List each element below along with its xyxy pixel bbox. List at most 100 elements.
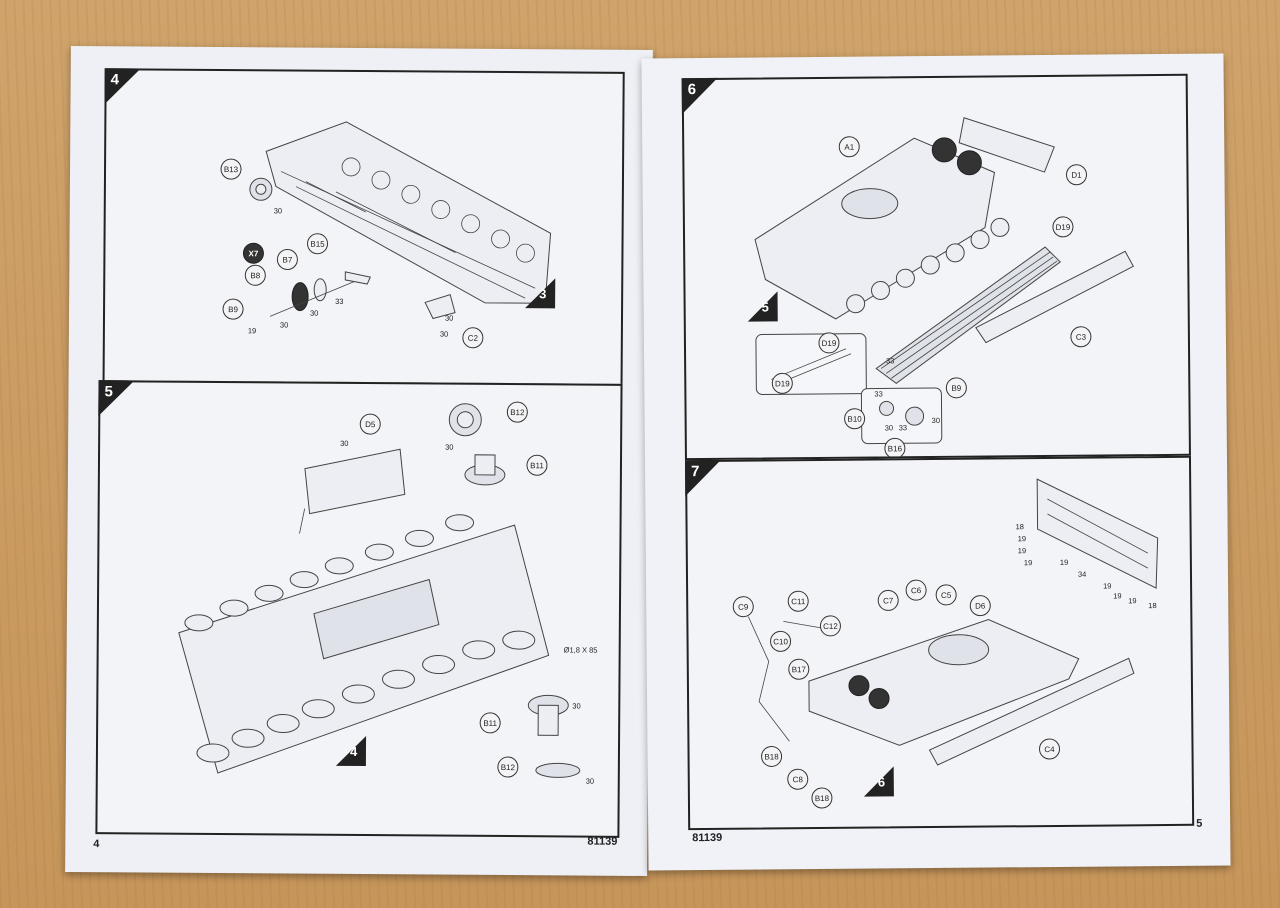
step-7-diagram: 18 19 19 19 19 34 19 19 19 18 C4 [732, 478, 1159, 809]
part-callout-text: 30 [572, 701, 580, 710]
part-callout-text: B9 [228, 305, 238, 314]
label-C9: C9 [732, 596, 754, 618]
left-instruction-page: 4 B13 30 X7 [65, 45, 653, 877]
part-callout-text: B12 [501, 763, 516, 772]
part-callout-text: B18 [815, 794, 830, 803]
label-C7: C7 [877, 589, 899, 611]
part-callout-text: 30 [885, 423, 893, 432]
page-number: 4 [93, 838, 100, 851]
label-B8: B8 [244, 264, 266, 286]
part-callout-text: A1 [844, 143, 854, 152]
sub-step-marker: 5 [747, 291, 778, 322]
part-callout-text: B18 [764, 752, 779, 761]
part-callout-text: C7 [883, 596, 894, 605]
axle-dimension: Ø1,8 X 85 [564, 645, 598, 654]
part-callout-text: D5 [365, 420, 376, 429]
label-B7: B7 [276, 248, 298, 270]
label-C6: C6 [905, 579, 927, 601]
part-callout-text: 30 [932, 416, 940, 425]
part-callout-text: C10 [773, 637, 788, 646]
part-callout-text: C6 [911, 586, 922, 595]
label-B9: B9 [222, 298, 244, 320]
part-callout-text: C12 [823, 622, 838, 631]
part-callout-text: B10 [847, 415, 862, 424]
label-C8: C8 [787, 768, 809, 790]
step-7-panel: 7 18 19 19 19 19 34 19 19 19 18 C4 [684, 455, 1195, 831]
part-callout-text: C8 [793, 775, 804, 784]
part-callout-text: 34 [1078, 570, 1086, 579]
part-callout-text: D19 [822, 339, 837, 348]
part-callout-text: B11 [530, 461, 544, 470]
label-B13: B13 [220, 158, 242, 180]
label-C10: C10 [770, 630, 792, 652]
part-callout-text: B13 [224, 165, 239, 174]
part-callout-text: 30 [586, 777, 594, 786]
label-B17: B17 [788, 658, 810, 680]
part-callout-text: 19 [1128, 596, 1136, 605]
part-callout-text: D19 [1056, 223, 1071, 232]
next-step-marker: 3 [525, 278, 556, 309]
part-callout-text: C11 [791, 597, 806, 606]
step-6-panel: 6 D1 A1 [681, 73, 1191, 461]
part-callout-text: 33 [874, 389, 882, 398]
label-C5: C5 [935, 584, 957, 606]
label-D19-b: D19 [771, 372, 793, 394]
part-callout-text: 30 [310, 309, 318, 318]
part-callout-text: C4 [1044, 745, 1055, 754]
part-callout-text: D6 [975, 602, 986, 611]
part-callout-text: 30 [274, 206, 282, 215]
label-C11: C11 [787, 590, 809, 612]
part-callout-text: B15 [310, 240, 325, 249]
part-callout-text: 19 [1060, 558, 1068, 567]
label-B11-top: B11 [526, 454, 548, 476]
part-callout-text: D1 [1071, 171, 1082, 180]
part-callout-text: B17 [792, 665, 807, 674]
step-4-panel: 4 B13 30 X7 [102, 68, 625, 386]
label-C4: C4 [1039, 738, 1061, 760]
next-step-marker: 4 [335, 735, 367, 767]
label-C3: C3 [1070, 326, 1092, 348]
part-callout-text: 19 [1103, 581, 1111, 590]
page-number: 5 [1196, 817, 1203, 830]
label-B18-b: B18 [811, 787, 833, 809]
part-callout-text: 33 [886, 356, 894, 365]
label-D19-a: D19 [818, 332, 840, 354]
part-callout-text: C9 [738, 603, 749, 612]
step-5-diagram: D5 30 [178, 401, 598, 786]
label-D19-main: D19 [1052, 216, 1074, 238]
label-B15: B15 [307, 233, 329, 255]
label-B11-bottom: B11 [479, 712, 501, 734]
part-callout-text: B9 [951, 384, 961, 393]
label-B10: B10 [844, 408, 866, 430]
part-callout-text: 19 [1018, 546, 1026, 555]
part-callout-text: C2 [468, 334, 479, 343]
label-B16: B16 [884, 437, 906, 459]
part-callout-text: B12 [510, 408, 525, 417]
sub-step-marker: 6 [863, 766, 894, 797]
part-callout-text: D19 [775, 379, 790, 388]
label-A1: A1 [838, 136, 860, 158]
part-callout-text: 33 [335, 297, 343, 306]
part-callout-text: 30 [340, 439, 348, 448]
label-D5: D5 [359, 413, 381, 435]
step-6-diagram: D1 A1 D19 C3 [754, 117, 1134, 459]
label-C12: C12 [819, 615, 841, 637]
step-4-diagram: B13 30 X7 B15 B7 B8 [220, 121, 552, 349]
label-D1: D1 [1065, 164, 1087, 186]
part-callout-text: 33 [899, 423, 907, 432]
label-B9: B9 [945, 377, 967, 399]
right-instruction-page: 6 D1 A1 [641, 53, 1231, 871]
catalog-number: 81139 [692, 831, 723, 845]
part-callout-text: X7 [249, 249, 259, 258]
part-callout-text: 30 [445, 314, 453, 323]
part-callout-text: 19 [1018, 534, 1026, 543]
label-C2: C2 [462, 327, 484, 349]
catalog-number: 81139 [587, 835, 618, 848]
part-callout-text: 18 [1148, 601, 1156, 610]
part-callout-text: 18 [1016, 522, 1024, 531]
part-callout-text: 30 [280, 320, 288, 329]
part-callout-text: B16 [888, 444, 903, 453]
part-callout-text: 30 [445, 443, 453, 452]
step-5-panel: 5 D5 30 [95, 380, 623, 838]
part-callout-text: 30 [440, 330, 448, 339]
